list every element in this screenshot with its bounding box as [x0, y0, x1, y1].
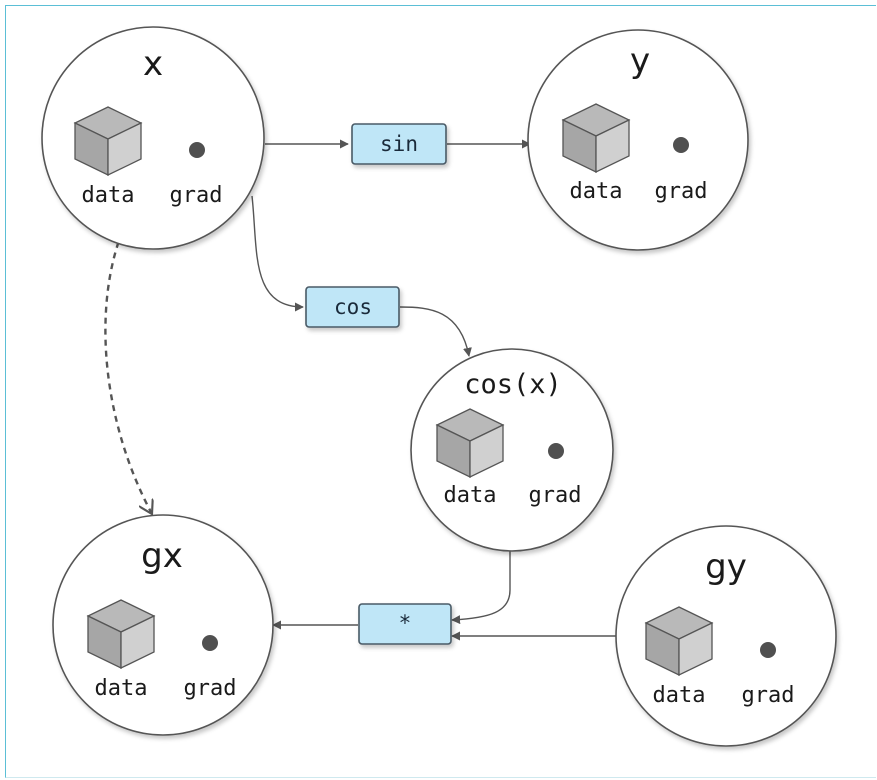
node-cosx[interactable]: cos(x) data grad	[410, 348, 614, 552]
function-cos[interactable]: cos	[305, 286, 400, 328]
node-gy[interactable]: gy data grad	[615, 525, 837, 747]
node-title: cos(x)	[464, 369, 562, 400]
grad-dot-icon	[548, 443, 564, 459]
diagram-frame	[5, 5, 876, 778]
grad-label: grad	[170, 183, 223, 208]
data-label: data	[653, 683, 706, 708]
data-label: data	[82, 183, 135, 208]
function-label: cos	[334, 295, 372, 319]
function-sin[interactable]: sin	[351, 123, 447, 165]
data-label: data	[95, 676, 148, 701]
data-label: data	[444, 483, 497, 508]
edge-x-to-cos	[251, 195, 304, 312]
node-title: y	[630, 41, 650, 81]
node-title: gx	[141, 536, 183, 576]
function-label: *	[399, 611, 412, 635]
grad-label: grad	[655, 179, 708, 204]
node-x[interactable]: x data grad	[41, 26, 265, 250]
node-title: x	[143, 44, 163, 84]
node-title: gy	[705, 547, 747, 587]
edge-cos-to-cosx	[399, 306, 472, 357]
grad-dot-icon	[202, 635, 218, 651]
grad-dot-icon	[673, 137, 689, 153]
grad-label: grad	[529, 483, 582, 508]
grad-label: grad	[742, 683, 795, 708]
function-label: sin	[380, 132, 418, 156]
function-multiply[interactable]: *	[358, 603, 452, 645]
data-label: data	[570, 179, 623, 204]
grad-dot-icon	[760, 642, 776, 658]
node-gx[interactable]: gx data grad	[52, 514, 274, 736]
edge-cosx-to-mul	[451, 550, 511, 625]
node-y[interactable]: y data grad	[527, 29, 749, 251]
grad-label: grad	[184, 676, 237, 701]
grad-dot-icon	[189, 142, 205, 158]
